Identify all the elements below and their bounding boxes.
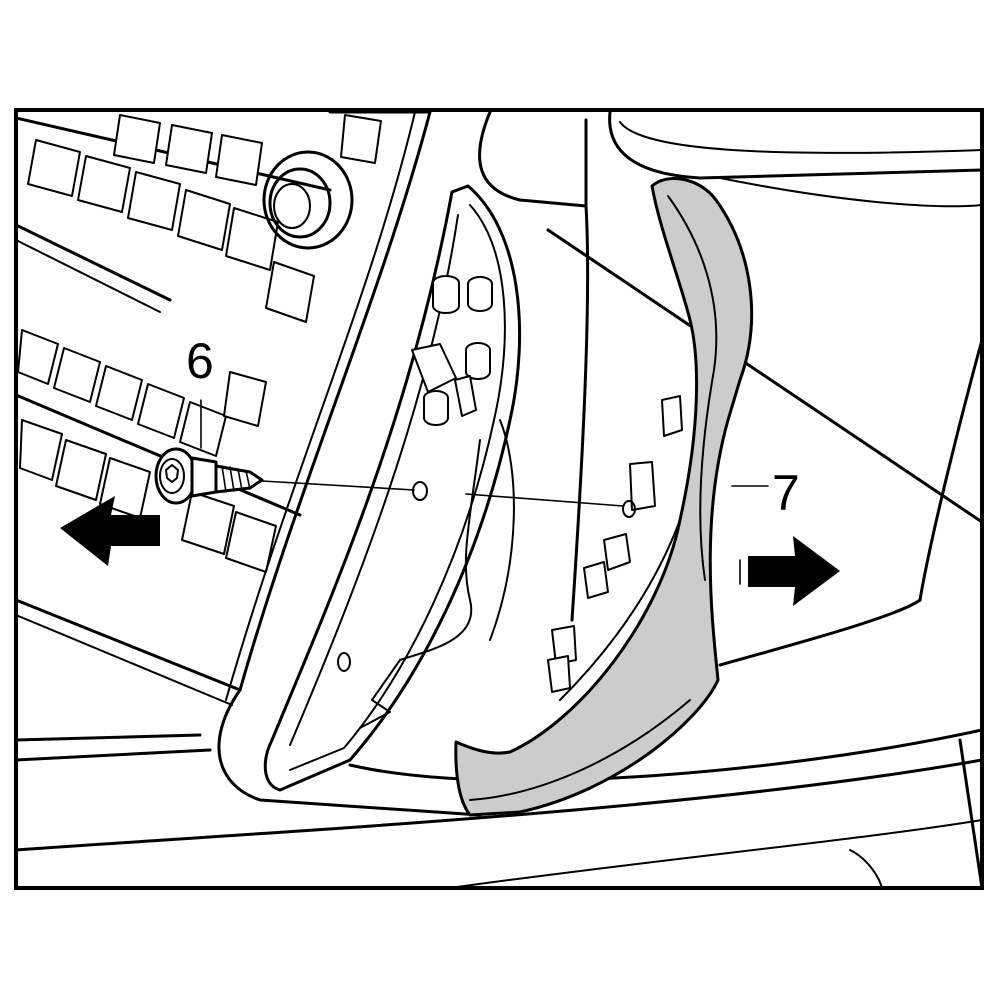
callout-6: 6 xyxy=(186,333,214,389)
center-console xyxy=(16,110,482,817)
screw xyxy=(154,447,264,505)
clip-alignment-line xyxy=(465,493,624,507)
rotary-knob xyxy=(262,150,354,250)
callout-7: 7 xyxy=(772,465,800,521)
arrow-left-icon xyxy=(60,496,160,566)
arrow-right-icon xyxy=(739,536,840,606)
screw-alignment-line xyxy=(261,480,415,491)
upper-button-row xyxy=(27,114,382,323)
trim-panel xyxy=(454,177,754,817)
rear-compartment xyxy=(16,110,982,888)
bracket-bosses xyxy=(337,275,493,672)
diagram-frame xyxy=(14,108,984,890)
